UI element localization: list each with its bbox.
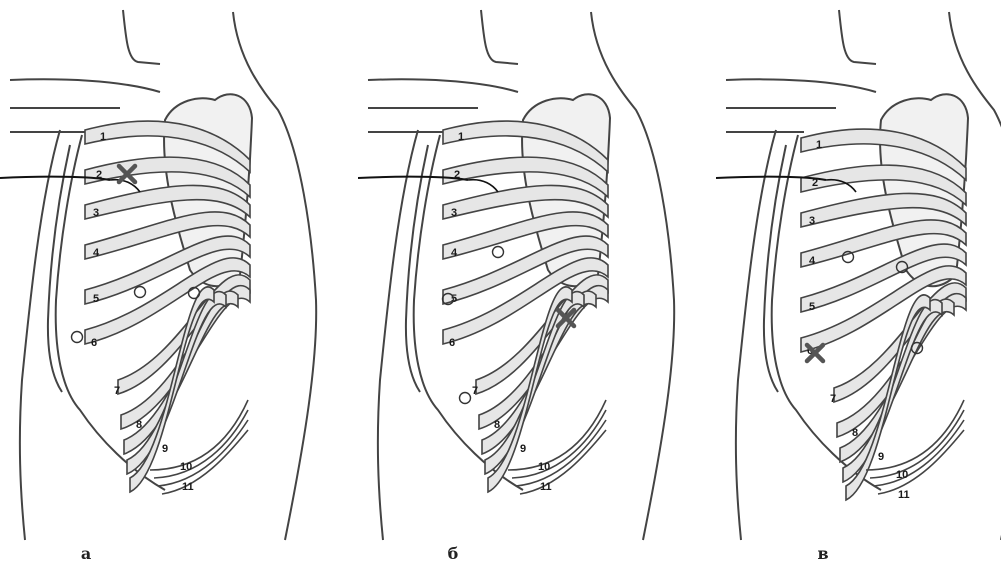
rib-number-1: 1 (100, 131, 106, 143)
rib-number-2: 2 (454, 169, 460, 181)
rib-number-4: 4 (93, 247, 100, 259)
rib-number-7: 7 (114, 385, 120, 397)
rib-number-11: 11 (898, 489, 910, 501)
rib-number-7: 7 (472, 385, 478, 397)
rib-number-8: 8 (136, 419, 142, 431)
rib-number-2: 2 (812, 177, 818, 189)
rib-number-5: 5 (93, 293, 99, 305)
rib-number-2: 2 (96, 169, 102, 181)
rib-number-3: 3 (809, 215, 815, 227)
panel-caption: а (66, 544, 106, 563)
rib-number-4: 4 (451, 247, 458, 259)
circle-marker-icon (72, 332, 83, 343)
arm-top (726, 79, 876, 92)
rib-number-4: 4 (809, 255, 816, 267)
rib-cage-drawing: 1 2 3 4 5 6 7 8 9 10 11 (0, 0, 333, 569)
front-outline (736, 130, 776, 540)
floating-rib-line (162, 430, 248, 494)
rib-number-9: 9 (520, 443, 526, 455)
rib-number-11: 11 (182, 481, 194, 493)
needle-tip (468, 180, 498, 192)
neck-outline (123, 10, 160, 64)
rib-number-3: 3 (451, 207, 457, 219)
rib-number-9: 9 (162, 443, 168, 455)
neck-outline (839, 10, 876, 64)
rib-number-3: 3 (93, 207, 99, 219)
floating-rib-line (520, 430, 606, 494)
circle-marker-icon (135, 287, 146, 298)
panel-caption: в (803, 544, 843, 563)
rib-number-7: 7 (830, 393, 836, 405)
rib-number-1: 1 (458, 131, 464, 143)
front-outline (20, 130, 60, 540)
rib-number-8: 8 (852, 427, 858, 439)
circle-marker-icon (460, 393, 471, 404)
front-outline (378, 130, 418, 540)
neck-outline (481, 10, 518, 64)
panel-3: 1234567891011в (716, 0, 1001, 569)
rib-number-5: 5 (809, 301, 815, 313)
floating-rib-line (878, 430, 964, 494)
rib-number-11: 11 (540, 481, 552, 493)
circle-marker-icon (493, 247, 504, 258)
arm-top (368, 79, 518, 92)
rib-number-10: 10 (896, 469, 908, 481)
panel-1: 1 2 3 4 5 6 7 8 9 10 11 а (0, 0, 333, 569)
rib-number-8: 8 (494, 419, 500, 431)
rib-number-1: 1 (816, 139, 822, 151)
rib-number-6: 6 (91, 337, 97, 349)
rib-number-10: 10 (538, 461, 550, 473)
rib-number-6: 6 (449, 337, 455, 349)
panel-caption: б (433, 544, 473, 563)
arm-top (10, 79, 160, 92)
rib-number-9: 9 (878, 451, 884, 463)
rib-number-10: 10 (180, 461, 192, 473)
